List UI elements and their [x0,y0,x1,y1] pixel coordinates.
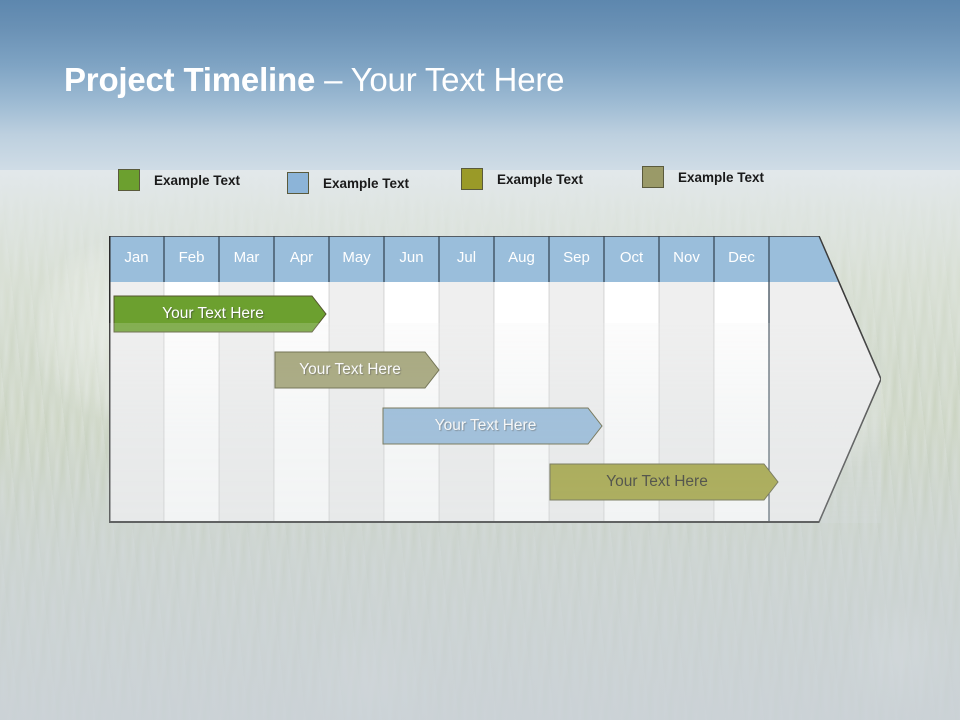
legend-item: Example Text [642,166,764,188]
legend-swatch-green [118,169,140,191]
legend-item-label: Example Text [678,169,765,185]
timeline-bar-shape[interactable] [382,407,603,445]
page-title: Project Timeline – Your Text Here [64,58,564,102]
timeline-bar-label: Your Text Here [434,417,537,434]
timeline-bar-label-wrap[interactable]: Your Text Here [114,296,326,332]
timeline-column-aug [494,282,549,522]
legend: Example Text Example Text Example Text Exam… [109,166,829,200]
timeline-bar[interactable] [549,463,779,501]
timeline-bar[interactable] [113,295,327,333]
timeline-bar-shape[interactable] [113,295,327,333]
timeline-bar-shape[interactable] [549,463,779,501]
timeline-arrow-body [109,236,881,523]
legend-item-label: Example Text [154,172,241,188]
timeline-column-may [329,282,384,522]
legend-swatch-olive [461,168,483,190]
legend-item-label: Example Text [323,175,410,191]
timeline-bar-label-wrap[interactable]: Your Text Here [383,408,602,444]
timeline-column-jul [439,282,494,522]
timeline-column-jun [384,282,439,522]
timeline-bar-label: Your Text Here [162,305,264,322]
legend-item: Example Text [461,168,583,190]
timeline-bar-label-wrap[interactable]: Your Text Here [550,464,778,500]
legend-item: Example Text [287,172,409,194]
timeline-bar-label: Your Text Here [606,473,708,490]
timeline-bar[interactable] [274,351,440,389]
timeline-bar[interactable] [382,407,603,445]
arrow-outline-top [109,236,881,523]
page-title-bold: Project Timeline [64,61,325,98]
legend-swatch-blue [287,172,309,194]
legend-swatch-khaki [642,166,664,188]
legend-item-label: Example Text [497,171,584,187]
timeline-bar-shape[interactable] [274,351,440,389]
month-header-band [109,236,839,282]
page-title-regular: – Your Text Here [324,61,565,98]
legend-item: Example Text [118,169,240,191]
timeline-bar-label: Your Text Here [299,361,401,378]
timeline-bar-label-wrap[interactable]: Your Text Here [275,352,439,388]
